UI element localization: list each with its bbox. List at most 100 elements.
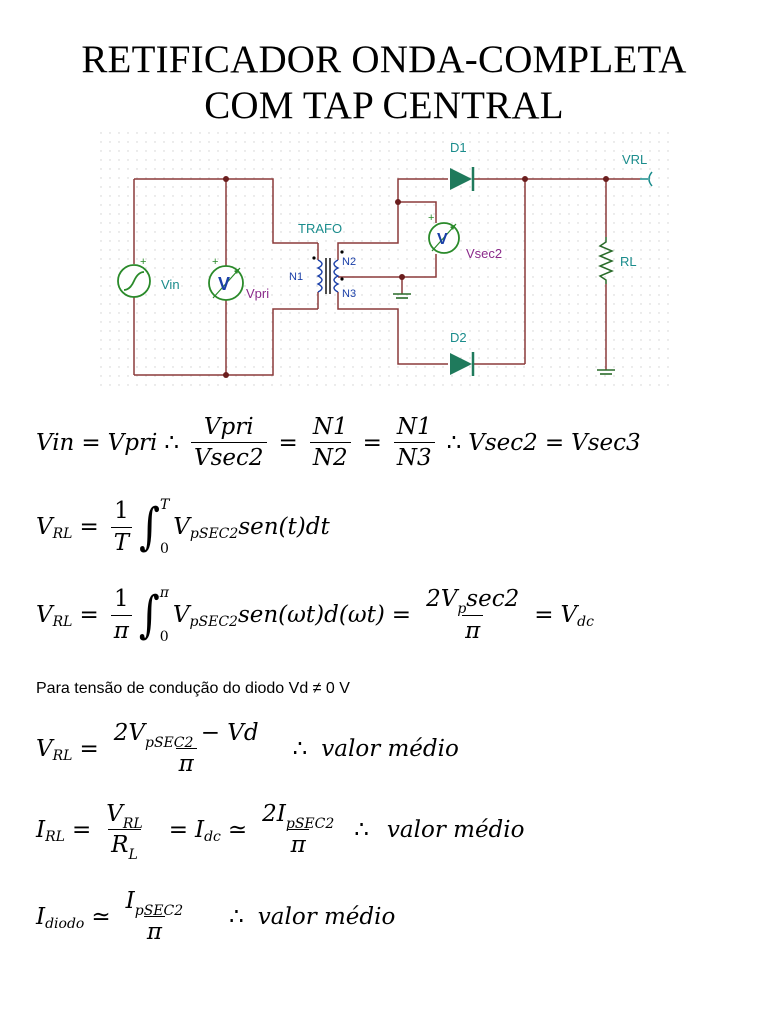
grid-background: [100, 132, 670, 387]
eq3-rden: π: [462, 614, 484, 644]
eq2-lhs-sub: RL: [52, 526, 73, 542]
eq3-integrand-sub: pSEC2: [189, 614, 238, 630]
eq2-frac-den: T: [110, 526, 133, 556]
eq1-fraction-vpri-vsec2: Vpri Vsec2: [190, 414, 267, 472]
eq5-mid: I: [194, 816, 205, 843]
eq4-num-post: − Vd: [193, 720, 259, 746]
label-rl: RL: [620, 254, 637, 269]
label-vsec2: Vsec2: [466, 246, 502, 261]
eq6-den: π: [143, 916, 165, 945]
eq1-vin: Vin: [36, 429, 75, 456]
eq1-vpri: Vpri: [107, 429, 158, 456]
eq2-upper-limit: T: [159, 497, 170, 513]
equation-transformer-ratio: Vin = Vpri ∴ Vpri Vsec2 = N1 N2 = N1 N3 …: [36, 414, 641, 472]
eq2-lower-limit: 0: [159, 541, 169, 557]
plus-sign-vin: +: [140, 256, 146, 268]
label-d1: D1: [450, 140, 467, 155]
eq1-frac1-num: Vpri: [203, 414, 254, 440]
eq1-fraction-n1-n3: N1 N3: [393, 414, 435, 472]
eq5-den-sub: L: [128, 847, 138, 864]
label-vpri: Vpri: [246, 286, 269, 301]
eq3-frac-den: π: [110, 614, 132, 644]
eq1-frac2-den: N2: [309, 442, 351, 471]
label-vin: Vin: [161, 277, 180, 292]
eq2-fraction: 1 T: [110, 498, 133, 556]
eq3-rhs: V: [560, 602, 578, 628]
eq5-approx: ≃: [227, 816, 248, 843]
eq3-lower-limit: 0: [159, 629, 169, 645]
eq4-lhs: V: [36, 735, 53, 762]
eq3-rnum-sub: p: [457, 601, 467, 618]
meter-symbol-vpri: V: [218, 274, 230, 294]
eq6-num-base: I: [125, 888, 135, 914]
eq2-integrand-sub: pSEC2: [189, 526, 239, 542]
eq5-rden: π: [287, 829, 309, 858]
eq1-fraction-n1-n2: N1 N2: [309, 414, 351, 472]
eq5-num-base: V: [106, 801, 123, 827]
eq2-integrand-rest: sen(t)dt: [238, 514, 330, 540]
eq3-integrand-rest: sen(ωt)d(ωt): [237, 602, 385, 628]
page-title-line1: RETIFICADOR ONDA-COMPLETA: [81, 38, 687, 81]
eq5-num-sub: RL: [122, 816, 143, 832]
eq2-lhs: V: [36, 514, 53, 540]
eq5-fraction: VRL RL: [103, 801, 145, 863]
eq1-frac1-den: Vsec2: [190, 442, 267, 471]
eq4-num-sub: pSEC2: [145, 735, 194, 751]
eq6-num-sub: pSEC2: [134, 903, 184, 919]
note-text: Para tensão de condução do diodo Vd ≠ 0 …: [36, 680, 350, 697]
eq1-frac3-num: N1: [396, 414, 432, 440]
plus-sign-vsec2: +: [428, 212, 434, 224]
output-terminal-icon: [640, 171, 653, 187]
eq6-approx: ≃: [91, 903, 111, 930]
eq4-lhs-sub: RL: [52, 747, 73, 764]
circuit-schematic: D1 D2 VRL TRAFO N1 N2 N3 RL + Vin V + Vp…: [100, 132, 670, 387]
label-d2: D2: [450, 330, 467, 345]
eq3-integrand: V: [172, 602, 190, 628]
eq5-right-fraction: 2IpSEC2 π: [259, 801, 337, 859]
eq2-integrand: V: [173, 514, 190, 540]
eq4-therefore: ∴: [292, 735, 308, 762]
voltmeter-vsec2-icon: [428, 222, 460, 254]
eq6-lhs-sub: diodo: [45, 915, 85, 932]
ac-source-icon: [117, 264, 151, 298]
circuit-wires: [133, 178, 640, 376]
eq2-integral: ∫ T 0: [139, 497, 170, 557]
label-n2: N2: [342, 256, 356, 268]
diode-d1: [450, 167, 475, 191]
label-n3: N3: [342, 288, 356, 300]
eq3-frac-num: 1: [113, 586, 129, 613]
eq3-lhs: V: [36, 602, 53, 628]
label-vrl: VRL: [622, 152, 647, 167]
label-trafo: TRAFO: [298, 221, 342, 236]
eq1-vsec3: Vsec3: [571, 429, 641, 456]
eq5-therefore: ∴: [354, 816, 369, 843]
eq4-num-pre: 2V: [113, 720, 145, 746]
eq5-rnum-sub: pSEC2: [285, 816, 335, 832]
eq3-rnum-post: sec2: [466, 586, 520, 613]
eq1-frac2-num: N1: [312, 414, 348, 440]
eq4-fraction: 2VpSEC2 − Vd π: [111, 720, 262, 778]
eq1-vsec2: Vsec2: [468, 429, 538, 456]
label-n1: N1: [289, 271, 303, 283]
junction-dots: [223, 176, 609, 378]
eq5-den-base: R: [111, 832, 129, 859]
eq6-label: valor médio: [257, 903, 396, 930]
transformer-icon: [316, 258, 340, 294]
eq4-label: valor médio: [321, 735, 459, 762]
eq3-lhs-sub: RL: [52, 614, 73, 630]
eq5-lhs: I: [36, 816, 46, 843]
page-title-line2: COM TAP CENTRAL: [204, 84, 564, 127]
eq3-right-fraction: 2Vpsec2 π: [423, 586, 522, 644]
plus-sign-vpri: +: [212, 256, 218, 268]
eq3-integral: ∫ π 0: [138, 585, 169, 645]
resistor-icon: [598, 237, 614, 284]
eq3-rnum-pre: 2V: [426, 586, 458, 613]
eq1-frac3-den: N3: [393, 442, 435, 471]
voltmeter-vpri-icon: [208, 265, 244, 301]
eq2-frac-num: 1: [114, 498, 129, 525]
eq4-den: π: [175, 748, 197, 777]
